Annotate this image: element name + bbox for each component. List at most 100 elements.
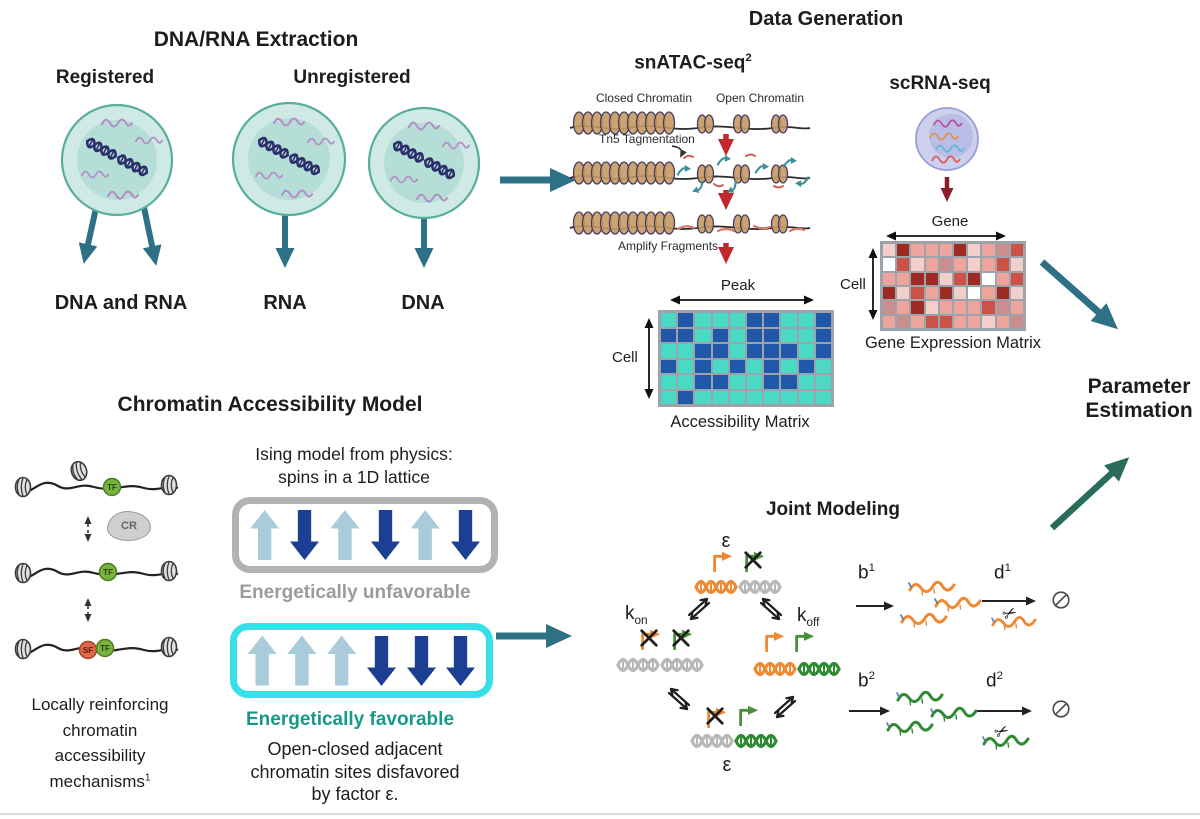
matrix-cell <box>798 328 814 342</box>
matrix-cell <box>695 390 711 404</box>
matrix-cell <box>996 258 1009 271</box>
estimation-line: Estimation <box>1085 399 1193 423</box>
matrix-cell <box>911 286 924 300</box>
matrix-cell <box>925 315 938 328</box>
favorable-label: Energetically favorable <box>245 709 455 730</box>
matrix-cell <box>953 301 967 314</box>
matrix-cell <box>746 359 763 373</box>
registered-cell-icon <box>60 103 174 217</box>
mechanism-line4-sup: 1 <box>144 771 151 783</box>
b1-sup: 1 <box>868 562 875 574</box>
equilibrium-arrows-icon <box>759 597 783 621</box>
matrix-cell <box>781 390 797 404</box>
k-off-sub: off <box>806 615 820 629</box>
matrix-cell <box>695 375 711 389</box>
promoter-on-green-icon <box>739 704 760 726</box>
matrix-cell <box>661 375 677 389</box>
d1-sup: 1 <box>1004 562 1011 574</box>
snatac-title-sup: 2 <box>745 52 752 64</box>
d2-label: d2 <box>986 670 1003 692</box>
spin-up-arrow-icon <box>287 635 317 686</box>
matrix-cell <box>729 359 745 373</box>
gene-expression-matrix-caption: Gene Expression Matrix <box>864 334 1042 352</box>
nucleosome-row-2-icon: TF <box>14 560 179 584</box>
gene-axis-label: Gene <box>931 213 969 230</box>
matrix-cell <box>1010 286 1023 300</box>
promoter-off-orange-icon <box>640 628 662 650</box>
spin-down-arrow-icon <box>446 636 475 686</box>
equilibrium-arrows-icon <box>667 687 691 711</box>
matrix-cell <box>815 328 831 342</box>
matrix-cell <box>968 272 981 285</box>
matrix-cell <box>661 313 677 327</box>
matrix-cell <box>815 375 831 389</box>
matrix-cell <box>746 344 763 358</box>
equilibrium-arrows-icon <box>687 597 711 621</box>
output-rna-label: RNA <box>263 292 307 314</box>
chromatin-row-tagmentation-icon <box>569 153 811 197</box>
d1-base: d <box>994 562 1005 584</box>
dna-state-orange-green-icon <box>753 661 841 677</box>
mechanism-line4: mechanisms1 <box>5 769 195 795</box>
promoter-on-orange-icon <box>713 550 734 572</box>
matrix-cell <box>1010 244 1023 257</box>
matrix-cell <box>764 328 780 342</box>
matrix-cell <box>815 313 831 327</box>
d2-sup: 2 <box>996 670 1003 682</box>
matrix-cell <box>953 315 967 328</box>
matrix-cell <box>764 375 780 389</box>
output-dna-rna-label: DNA and RNA <box>54 292 188 314</box>
amplify-label: Amplify Fragments <box>618 239 719 253</box>
matrix-cell <box>781 359 797 373</box>
matrix-cell <box>939 301 952 314</box>
matrix-cell <box>678 375 694 389</box>
matrix-cell <box>764 313 780 327</box>
matrix-cell <box>996 244 1009 257</box>
k-on-sub: on <box>634 613 648 627</box>
matrix-cell <box>911 244 924 257</box>
unregistered-label: Unregistered <box>293 67 411 88</box>
spin-up-arrow-icon <box>327 635 357 686</box>
matrix-cell <box>897 286 910 300</box>
mechanism-line2: chromatin <box>62 720 138 740</box>
spin-down-arrow-icon <box>367 636 396 686</box>
matrix-cell <box>678 344 694 358</box>
matrix-cell <box>996 301 1009 314</box>
ising-caption-line3: by factor ε. <box>311 784 399 805</box>
ising-line2: spins in a 1D lattice <box>278 466 430 487</box>
matrix-cell <box>982 301 995 314</box>
epsilon-bottom-label: ε <box>722 754 732 776</box>
epsilon-top-label: ε <box>721 530 731 552</box>
matrix-cell <box>982 258 995 271</box>
chromatin-model-title: Chromatin Accessibility Model <box>117 393 423 416</box>
matrix-cell <box>781 344 797 358</box>
matrix-cell <box>925 244 938 257</box>
matrix-cell <box>883 301 896 314</box>
matrix-cell <box>712 313 728 327</box>
matrix-cell <box>661 344 677 358</box>
d1-label: d1 <box>994 562 1011 584</box>
matrix-cell <box>661 359 677 373</box>
matrix-cell <box>764 344 780 358</box>
dna-state-gray-gray-icon <box>616 657 704 673</box>
parameter-line: Parameter <box>1087 375 1191 398</box>
promoter-off-orange-icon <box>706 706 728 728</box>
spin-down-arrow-icon <box>407 636 436 686</box>
matrix-cell <box>897 301 910 314</box>
matrix-cell <box>678 390 694 404</box>
output-dna-label: DNA <box>401 292 445 314</box>
matrix-cell <box>729 390 745 404</box>
equilibrium-arrows-icon <box>773 695 797 719</box>
scrna-title: scRNA-seq <box>889 73 991 94</box>
promoter-on-orange-icon <box>765 630 786 652</box>
spin-down-arrow-icon <box>451 510 480 560</box>
mrna-green-icon <box>885 720 934 737</box>
matrix-cell <box>939 244 952 257</box>
matrix-cell <box>746 390 763 404</box>
matrix-cell <box>939 286 952 300</box>
nucleosome-row-3-icon: SF TF <box>14 636 179 660</box>
matrix-cell <box>746 328 763 342</box>
matrix-cell <box>798 344 814 358</box>
snatac-title-base: snATAC-seq <box>634 52 746 74</box>
ising-caption: Open-closed adjacent chromatin sites dis… <box>230 738 480 806</box>
